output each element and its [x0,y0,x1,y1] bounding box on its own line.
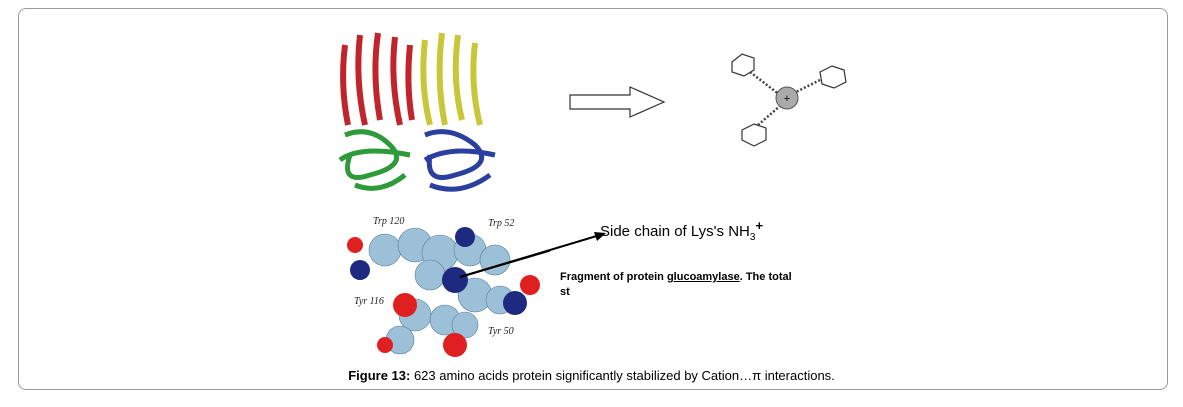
cation-symbol: + [784,93,790,105]
protein-ribbon-image [338,32,496,192]
space-filling-model-image [347,227,550,357]
blue-domain [423,129,496,192]
right-arrow-icon [569,86,666,118]
benzene-ring-icon [731,53,755,77]
figure-caption: Figure 13: 623 amino acids protein signi… [348,368,835,383]
side-chain-label: Side chain of Lys's NH3+ [600,218,764,243]
green-domain [338,129,411,191]
benzene-ring-icon [741,123,767,147]
yellow-domain [420,32,483,126]
cation-pi-molecule: + [731,53,847,147]
pointer-arrow [459,232,606,278]
red-domain [340,32,415,126]
fragment-label: Fragment of protein glucoamylase. The to… [560,271,792,298]
residue-label: Tyr 116 [354,296,384,307]
residue-label: Trp 120 [373,216,405,227]
residue-label: Trp 52 [488,218,515,229]
residue-label: Tyr 50 [488,326,514,337]
cation-sphere [775,86,799,110]
figure-frame [18,8,1168,390]
benzene-ring-icon [819,65,847,89]
